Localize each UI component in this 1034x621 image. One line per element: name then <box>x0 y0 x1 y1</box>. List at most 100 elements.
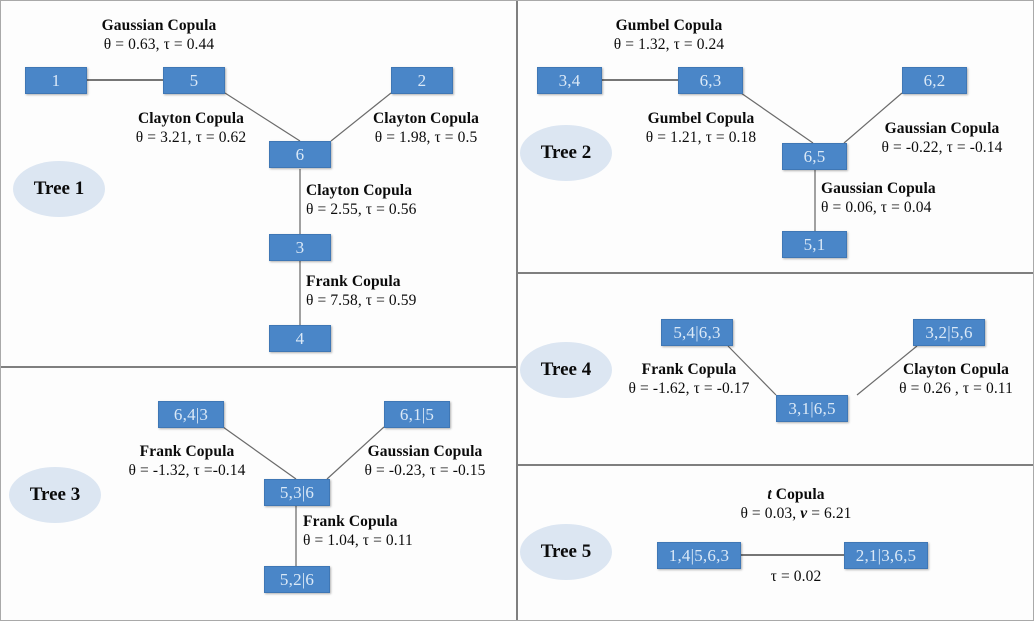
annotation-edge-14563-21365: t Copula θ = 0.03, ν = 6.21 <box>701 486 891 524</box>
node-2-1-3-6-5[interactable]: 2,1|3,6,5 <box>844 542 928 569</box>
tree-label-text: Tree 1 <box>33 178 85 199</box>
tree-label-text: Tree 2 <box>540 142 592 163</box>
node-label: 6,2 <box>923 71 946 90</box>
node-6-1-5[interactable]: 6,1|5 <box>384 401 450 428</box>
tree-label-text: Tree 4 <box>540 359 592 380</box>
divider-right-tree4-tree5 <box>516 464 1033 466</box>
node-6-4-3[interactable]: 6,4|3 <box>158 401 224 428</box>
divider-left-tree1-tree3 <box>1 366 517 368</box>
annotation-edge-3256-3165: Clayton Copula θ = 0.26 , τ = 0.11 <box>861 361 1033 399</box>
node-3-4[interactable]: 3,4 <box>537 67 602 94</box>
node-4[interactable]: 4 <box>269 325 331 352</box>
divider-right-tree2-tree4 <box>516 272 1033 274</box>
annotation-tau-tree5: τ = 0.02 <box>746 567 846 586</box>
copula-nu-symbol: ν <box>800 505 808 523</box>
annotation-edge-1-5: Gaussian Copula θ = 0.63, τ = 0.44 <box>59 17 259 55</box>
copula-params: θ = 1.98, τ = 0.5 <box>374 129 478 147</box>
copula-params: θ = 1.04, τ = 0.11 <box>303 532 413 550</box>
node-5-4-6-3[interactable]: 5,4|6,3 <box>661 319 733 346</box>
node-label: 5,4|6,3 <box>673 323 721 342</box>
annotation-edge-63-65: Gumbel Copula θ = 1.21, τ = 0.18 <box>611 110 791 148</box>
copula-family: Clayton Copula <box>902 361 1010 378</box>
node-1[interactable]: 1 <box>25 67 87 94</box>
copula-params: θ = -1.62, τ = -0.17 <box>628 380 750 398</box>
node-label: 6 <box>295 145 305 164</box>
copula-params: θ = 0.26 , τ = 0.11 <box>899 380 1013 398</box>
copula-params: θ = -0.23, τ = -0.15 <box>364 462 486 480</box>
node-label: 4 <box>295 329 305 348</box>
copula-family: Frank Copula <box>303 513 398 530</box>
copula-family: Gaussian Copula <box>101 17 217 34</box>
copula-family: Gumbel Copula <box>615 17 723 34</box>
copula-family: Gaussian Copula <box>367 443 483 460</box>
node-label: 1,4|5,6,3 <box>668 546 730 565</box>
node-2[interactable]: 2 <box>391 67 453 94</box>
node-3[interactable]: 3 <box>269 234 331 261</box>
copula-params: θ = 1.21, τ = 0.18 <box>645 129 757 147</box>
node-label: 6,3 <box>699 71 722 90</box>
node-1-4-5-6-3[interactable]: 1,4|5,6,3 <box>657 542 741 569</box>
tree-label-text: Tree 5 <box>540 541 592 562</box>
annotation-edge-62-65: Gaussian Copula θ = -0.22, τ = -0.14 <box>852 120 1032 158</box>
node-5-3-6[interactable]: 5,3|6 <box>264 479 330 506</box>
copula-family-suffix: Copula <box>771 486 825 503</box>
node-label: 2,1|3,6,5 <box>855 546 917 565</box>
node-label: 6,5 <box>803 147 826 166</box>
node-label: 2 <box>417 71 427 90</box>
annotation-edge-643-536: Frank Copula θ = -1.32, τ =-0.14 <box>97 443 277 481</box>
annotation-edge-5463-3165: Frank Copula θ = -1.62, τ = -0.17 <box>594 361 784 399</box>
tree-label-text: Tree 3 <box>29 484 81 505</box>
node-3-1-6-5[interactable]: 3,1|6,5 <box>776 395 848 422</box>
copula-params: θ = 1.32, τ = 0.24 <box>613 36 725 54</box>
node-6-5[interactable]: 6,5 <box>782 143 847 170</box>
annotation-edge-34-63: Gumbel Copula θ = 1.32, τ = 0.24 <box>569 17 769 55</box>
annotation-edge-5-6: Clayton Copula θ = 3.21, τ = 0.62 <box>101 110 281 148</box>
node-label: 1 <box>51 71 61 90</box>
copula-family: Frank Copula <box>139 443 235 460</box>
copula-family: Clayton Copula <box>137 110 245 127</box>
copula-family: Gaussian Copula <box>821 180 936 197</box>
node-label: 6,4|3 <box>173 405 209 424</box>
node-label: 5 <box>189 71 199 90</box>
copula-theta: θ = 0.03, <box>740 505 801 523</box>
node-5-1[interactable]: 5,1 <box>782 231 847 258</box>
node-label: 3,2|5,6 <box>925 323 973 342</box>
annotation-edge-3-4: Frank Copula θ = 7.58, τ = 0.59 <box>306 273 486 311</box>
tree-label-tree3: Tree 3 <box>9 467 101 523</box>
copula-params: θ = -0.22, τ = -0.14 <box>881 139 1003 157</box>
node-label: 5,1 <box>803 235 826 254</box>
copula-tau: τ = 0.02 <box>770 568 822 585</box>
copula-family: Frank Copula <box>641 361 737 378</box>
copula-family: Frank Copula <box>306 273 401 290</box>
annotation-edge-6-3: Clayton Copula θ = 2.55, τ = 0.56 <box>306 182 486 220</box>
node-5[interactable]: 5 <box>163 67 225 94</box>
node-6[interactable]: 6 <box>269 141 331 168</box>
annotation-edge-536-526: Frank Copula θ = 1.04, τ = 0.11 <box>303 513 483 551</box>
node-label: 5,2|6 <box>279 570 315 589</box>
node-6-3[interactable]: 6,3 <box>678 67 743 94</box>
node-label: 5,3|6 <box>279 483 315 502</box>
node-6-2[interactable]: 6,2 <box>902 67 967 94</box>
copula-family: t Copula <box>701 486 891 504</box>
node-5-2-6[interactable]: 5,2|6 <box>264 566 330 593</box>
tree-label-tree4: Tree 4 <box>520 342 612 398</box>
copula-params: θ = 3.21, τ = 0.62 <box>135 129 247 147</box>
node-label: 3,4 <box>558 71 581 90</box>
annotation-edge-615-536: Gaussian Copula θ = -0.23, τ = -0.15 <box>335 443 515 481</box>
annotation-edge-65-51: Gaussian Copula θ = 0.06, τ = 0.04 <box>821 180 1011 218</box>
tree-label-tree5: Tree 5 <box>520 524 612 580</box>
copula-params: θ = 7.58, τ = 0.59 <box>306 292 417 310</box>
copula-family: Gaussian Copula <box>884 120 1000 137</box>
copula-params: θ = 0.63, τ = 0.44 <box>103 36 215 54</box>
copula-family: Clayton Copula <box>372 110 480 127</box>
copula-family: Gumbel Copula <box>647 110 755 127</box>
node-label: 6,1|5 <box>399 405 435 424</box>
copula-params: θ = 0.06, τ = 0.04 <box>821 199 932 217</box>
copula-params: θ = -1.32, τ =-0.14 <box>128 462 246 480</box>
node-3-2-5-6[interactable]: 3,2|5,6 <box>913 319 985 346</box>
divider-vertical-main <box>516 1 518 620</box>
copula-params: θ = 0.03, ν = 6.21 <box>701 504 891 523</box>
copula-family-prefix: t <box>767 486 772 503</box>
annotation-edge-2-6: Clayton Copula θ = 1.98, τ = 0.5 <box>336 110 516 148</box>
